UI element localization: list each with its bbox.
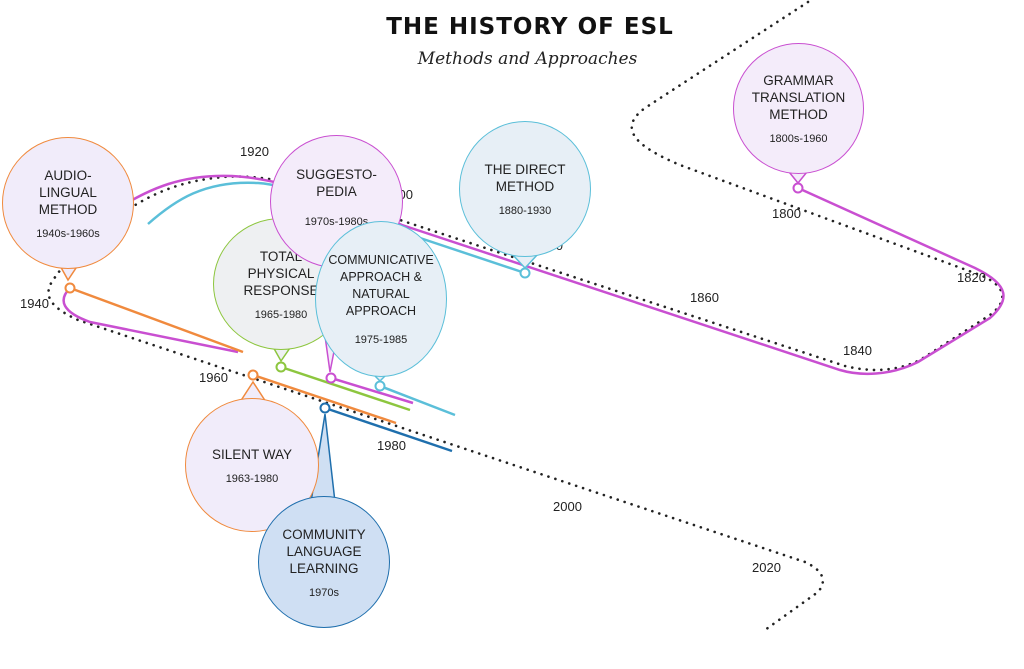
year-label-1960: 1960 [199,370,228,385]
bubble-direct-method: THE DIRECT METHOD 1880-1930 [459,121,591,257]
year-label-2020: 2020 [752,560,781,575]
method-name: TOTAL PHYSICAL RESPONSE [243,248,319,298]
year-label-1820: 1820 [957,270,986,285]
method-dates: 1963-1980 [225,472,279,485]
page-title: THE HISTORY OF ESL [386,14,674,40]
audio-lingual-marker [64,282,76,294]
method-dates: 1880-1930 [498,205,552,217]
community-language-learning-line [324,406,453,453]
audio-lingual-orange-line [69,286,244,354]
communicative-approach-line [379,384,456,417]
direct-method-marker [519,267,531,279]
community-language-learning-marker [319,402,331,414]
method-dates: 1975-1985 [354,334,408,346]
method-name: SILENT WAY [211,446,293,462]
silent-way-line [252,373,397,425]
year-label-1940: 1940 [20,296,49,311]
bubble-audio-lingual-method: AUDIO- LINGUAL METHOD 1940s-1960s [2,137,134,269]
method-dates: 1970s [309,586,339,599]
method-name: COMMUNITY LANGUAGE LEARNING [282,526,366,576]
year-label-1860: 1860 [690,290,719,305]
suggestopedia-marker [325,372,337,384]
year-label-1980: 1980 [377,438,406,453]
year-label-2000: 2000 [553,499,582,514]
method-dates: 1940s-1960s [36,227,100,240]
year-label-1920: 1920 [240,144,269,159]
year-label-1840: 1840 [843,343,872,358]
method-name: GRAMMAR TRANSLATION METHOD [751,73,846,122]
communicative-approach-marker [374,380,386,392]
total-physical-response-line [280,365,411,412]
method-name: SUGGESTO- PEDIA [296,166,377,199]
suggestopedia-line [330,376,414,405]
bubble-communicative-approach: COMMUNICATIVE APPROACH & NATURAL APPROAC… [315,221,447,377]
audio-lingual-purple-line [62,287,239,354]
bubble-grammar-translation-method: GRAMMAR TRANSLATION METHOD 1800s-1960 [733,43,864,174]
method-dates: 1800s-1960 [769,133,828,145]
method-dates: 1965-1980 [254,308,308,321]
method-name: COMMUNICATIVE APPROACH & NATURAL APPROAC… [328,253,434,318]
page-subtitle: Methods and Approaches [417,49,638,69]
method-name: AUDIO- LINGUAL METHOD [38,167,98,217]
bubble-community-language-learning: COMMUNITY LANGUAGE LEARNING 1970s [258,496,390,628]
year-label-1800: 1800 [772,206,801,221]
grammar-translation-marker [792,182,804,194]
method-dates: 1970s-1980s [304,215,369,228]
total-physical-response-marker [275,361,287,373]
method-name: THE DIRECT METHOD [484,162,566,194]
silent-way-marker [247,369,259,381]
bubble-silent-way: SILENT WAY 1963-1980 [185,398,319,532]
